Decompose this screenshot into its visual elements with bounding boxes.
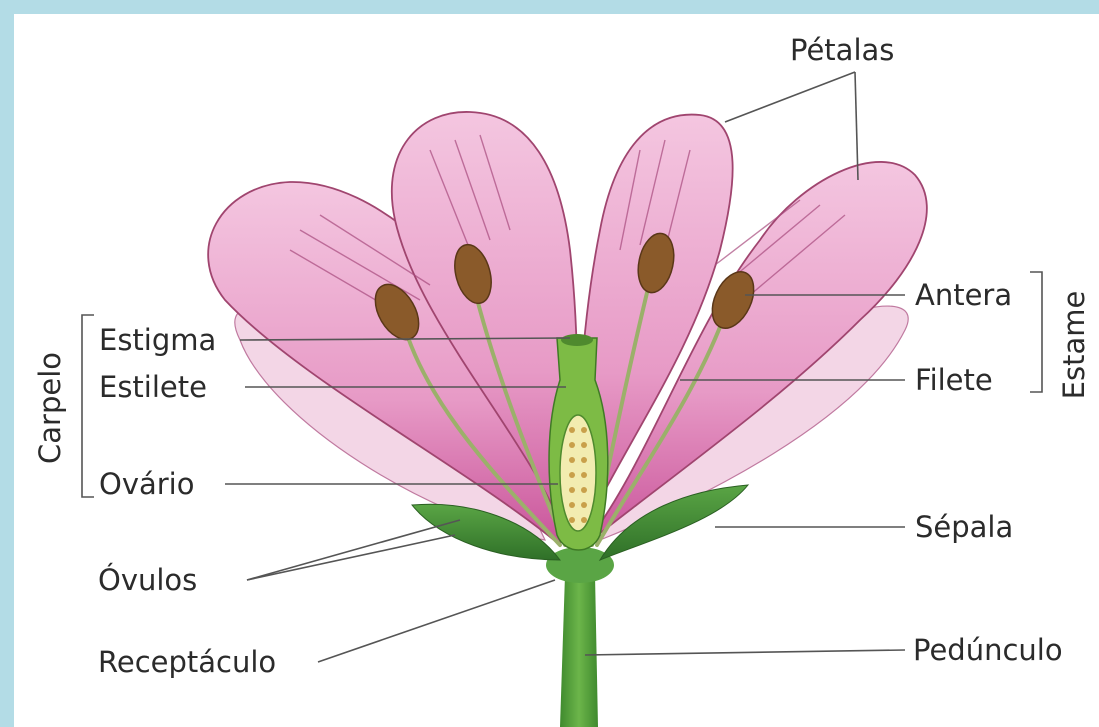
label-carpelo: Carpelo — [33, 352, 67, 464]
stem — [560, 575, 598, 727]
label-receptaculo: Receptáculo — [98, 645, 276, 679]
leader-petalas-2 — [855, 72, 858, 180]
leader-receptaculo — [318, 580, 555, 662]
receptacle — [546, 547, 614, 583]
label-ovario: Ovário — [99, 467, 194, 501]
label-petalas: Pétalas — [790, 33, 894, 67]
label-filete: Filete — [915, 363, 993, 397]
leader-petalas-1 — [725, 72, 855, 122]
stigma-top — [561, 334, 593, 346]
label-estame: Estame — [1057, 291, 1091, 400]
label-antera: Antera — [915, 278, 1012, 312]
carpelo-bracket — [82, 315, 94, 497]
estame-bracket — [1030, 272, 1042, 392]
label-estigma: Estigma — [99, 323, 216, 357]
leader-ovulos-2 — [247, 535, 455, 580]
label-ovulos: Óvulos — [98, 563, 197, 597]
label-sepala: Sépala — [915, 510, 1013, 544]
label-pedunculo: Pedúnculo — [913, 633, 1063, 667]
leader-ovulos-1 — [247, 520, 460, 580]
label-estilete: Estilete — [99, 370, 207, 404]
ovary-cavity — [560, 415, 596, 531]
leader-pedunculo — [585, 650, 905, 655]
